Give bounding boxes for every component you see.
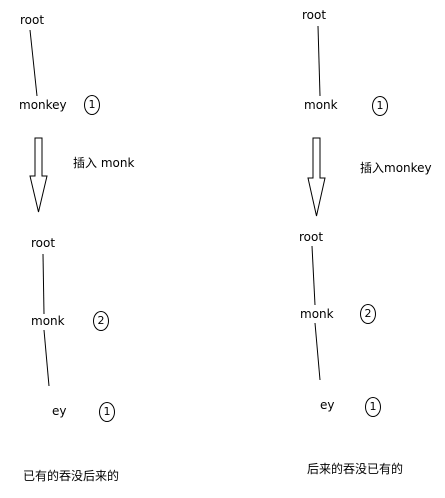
left-down-arrow: [29, 137, 48, 213]
left-bottom-edge-root-monk: [42, 253, 45, 315]
left-bottom-child-count: 2: [93, 311, 109, 331]
right-bottom-child-node: monk: [300, 307, 334, 321]
left-bottom-root-node: root: [31, 236, 56, 250]
left-operation-label: 插入 monk: [73, 156, 135, 170]
right-top-child-node: monk: [304, 98, 338, 112]
right-top-child-count: 1: [372, 96, 388, 116]
right-bottom-grandchild-node: ey: [320, 398, 335, 412]
right-bottom-grandchild-count: 1: [365, 397, 381, 417]
right-bottom-edge-root-monk: [311, 245, 316, 306]
left-top-edge: [29, 29, 38, 97]
right-bottom-root-node: root: [299, 230, 324, 244]
right-bottom-child-count: 2: [360, 304, 376, 324]
right-top-edge: [317, 25, 321, 97]
right-caption: 后来的吞没已有的: [307, 462, 404, 476]
left-bottom-edge-monk-ey: [43, 329, 50, 387]
right-operation-label: 插入monkey: [360, 161, 432, 175]
right-top-root-node: root: [302, 8, 327, 22]
left-bottom-child-node: monk: [31, 314, 65, 328]
left-bottom-grandchild-node: ey: [52, 404, 67, 418]
left-top-child-count: 1: [84, 95, 100, 115]
right-bottom-edge-monk-ey: [314, 322, 321, 381]
left-top-child-node: monkey: [19, 98, 67, 112]
left-top-root-node: root: [20, 13, 45, 27]
left-bottom-grandchild-count: 1: [99, 402, 115, 422]
left-caption: 已有的吞没后来的: [23, 469, 120, 483]
right-down-arrow: [307, 137, 326, 217]
